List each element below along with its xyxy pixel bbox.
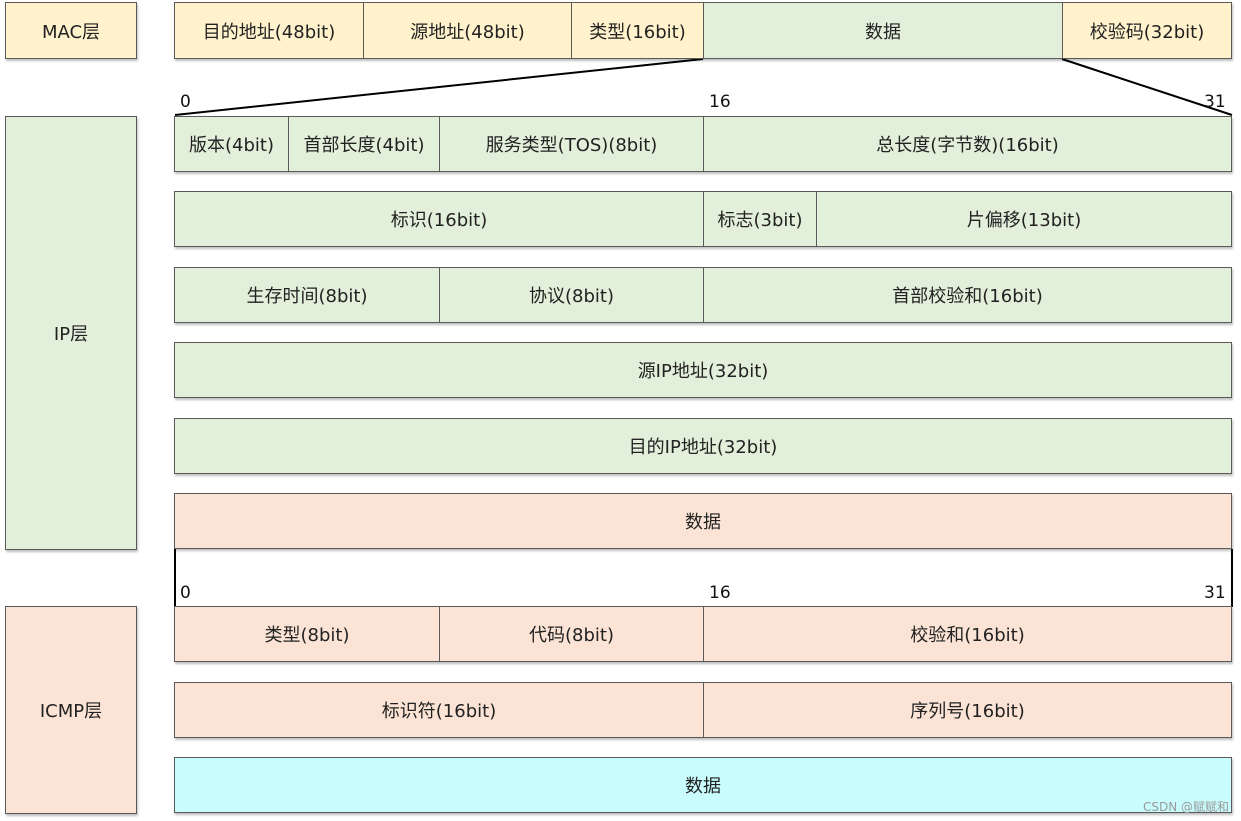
ip-row-4: 源IP地址(32bit) [174, 342, 1232, 398]
mac-data-left-connector [174, 58, 704, 116]
icmp-bit-31-label: 31 [1204, 583, 1226, 603]
icmp-row-2: 标识符(16bit) 序列号(16bit) [174, 682, 1232, 738]
ip-row-1: 版本(4bit) 首部长度(4bit) 服务类型(TOS)(8bit) 总长度(… [174, 116, 1232, 172]
ip-row-5: 目的IP地址(32bit) [174, 418, 1232, 474]
ip-bit-16-label: 16 [709, 92, 731, 112]
icmp-sequence-field: 序列号(16bit) [704, 683, 1231, 737]
ip-bit-0-label: 0 [180, 92, 191, 112]
mac-data-field: 数据 [704, 3, 1063, 58]
ip-data-row: 数据 [174, 493, 1232, 549]
icmp-checksum-field: 校验和(16bit) [704, 607, 1231, 661]
ip-row-3: 生存时间(8bit) 协议(8bit) 首部校验和(16bit) [174, 267, 1232, 323]
icmp-layer-label: ICMP层 [5, 606, 137, 814]
ip-src-addr-field: 源IP地址(32bit) [175, 343, 1231, 397]
ip-row-2: 标识(16bit) 标志(3bit) 片偏移(13bit) [174, 191, 1232, 247]
ip-total-length-field: 总长度(字节数)(16bit) [704, 117, 1231, 171]
mac-data-right-connector [1061, 58, 1233, 116]
icmp-code-field: 代码(8bit) [440, 607, 704, 661]
mac-type-field: 类型(16bit) [572, 3, 704, 58]
ip-flags-field: 标志(3bit) [704, 192, 817, 246]
ip-layer-label: IP层 [5, 116, 137, 550]
mac-checksum-field: 校验码(32bit) [1063, 3, 1231, 58]
mac-src-addr-field: 源地址(48bit) [364, 3, 572, 58]
mac-frame-row: 目的地址(48bit) 源地址(48bit) 类型(16bit) 数据 校验码(… [174, 2, 1232, 59]
icmp-bit-0-label: 0 [180, 583, 191, 603]
icmp-type-field: 类型(8bit) [175, 607, 440, 661]
ip-dest-addr-field: 目的IP地址(32bit) [175, 419, 1231, 473]
mac-layer-label: MAC层 [5, 2, 137, 59]
ip-tos-field: 服务类型(TOS)(8bit) [440, 117, 704, 171]
watermark: CSDN @赋赋和 [1142, 800, 1229, 814]
ip-protocol-field: 协议(8bit) [440, 268, 704, 322]
icmp-identifier-field: 标识符(16bit) [175, 683, 704, 737]
mac-dest-addr-field: 目的地址(48bit) [175, 3, 364, 58]
ip-version-field: 版本(4bit) [175, 117, 289, 171]
ip-header-length-field: 首部长度(4bit) [289, 117, 440, 171]
icmp-data-row: 数据 [174, 757, 1232, 813]
icmp-row-1: 类型(8bit) 代码(8bit) 校验和(16bit) [174, 606, 1232, 662]
ip-header-checksum-field: 首部校验和(16bit) [704, 268, 1231, 322]
ip-data-field: 数据 [175, 494, 1231, 548]
ip-identification-field: 标识(16bit) [175, 192, 704, 246]
icmp-bit-16-label: 16 [709, 583, 731, 603]
icmp-data-field: 数据 [175, 758, 1231, 812]
ip-ttl-field: 生存时间(8bit) [175, 268, 440, 322]
ip-fragment-offset-field: 片偏移(13bit) [817, 192, 1231, 246]
ip-bit-31-label: 31 [1204, 92, 1226, 112]
